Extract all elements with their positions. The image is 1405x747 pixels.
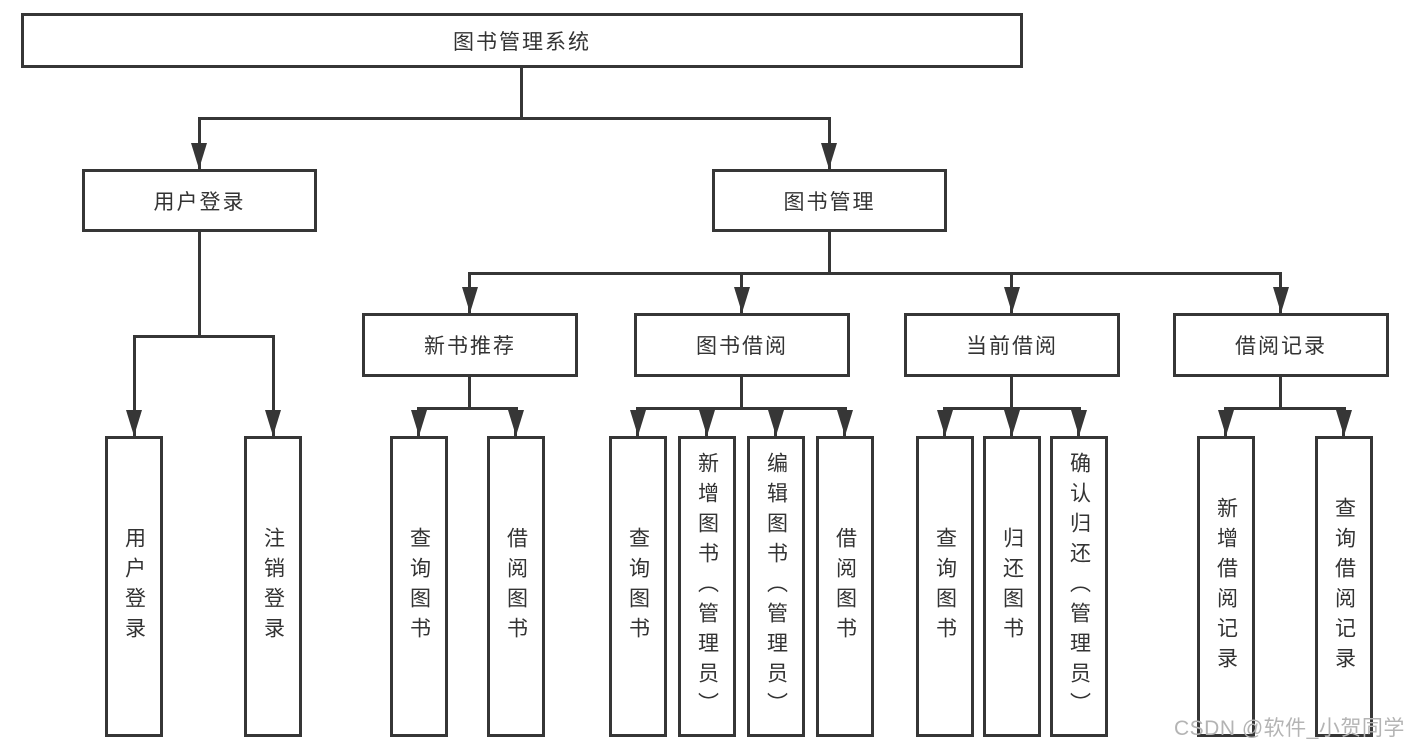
arrow-down-icon (1004, 410, 1020, 436)
root-node-label: 图书管理系统 (453, 30, 591, 54)
leaf-add-borrow-record: 新增借阅记录 (1197, 436, 1255, 737)
leaf-label: 查询借阅记录 (1332, 496, 1356, 677)
leaf-label: 借阅图书 (504, 526, 528, 647)
leaf-logout: 注销登录 (244, 436, 302, 737)
leaf-add-books-admin: 新增图书（管理员） (678, 436, 736, 737)
arrow-down-icon (411, 410, 427, 436)
arrow-down-icon (265, 410, 281, 436)
leaf-label: 用户登录 (122, 526, 146, 647)
leaf-label: 查询图书 (407, 526, 431, 647)
leaf-query-books: 查询图书 (609, 436, 667, 737)
leaf-return-books: 归还图书 (983, 436, 1041, 737)
edge-stem-leaf (133, 335, 136, 436)
leaf-borrow-books: 借阅图书 (487, 436, 545, 737)
group-new-book-recommend: 新书推荐 (362, 313, 578, 377)
edge-group-horizontal (636, 407, 847, 410)
group-label: 图书借阅 (696, 335, 788, 358)
group-label: 新书推荐 (424, 335, 516, 358)
csdn-watermark: CSDN @软件_小贺同学 (1174, 717, 1405, 740)
leaf-label: 确认归还（管理员） (1067, 451, 1091, 722)
leaf-query-books: 查询图书 (390, 436, 448, 737)
leaf-label: 查询图书 (626, 526, 650, 647)
edge-group-horizontal (417, 407, 518, 410)
branch-user-login: 用户登录 (82, 169, 317, 232)
edge-group-vertical (1010, 377, 1013, 410)
leaf-confirm-return-admin: 确认归还（管理员） (1050, 436, 1108, 737)
edge-book-management-vertical (828, 232, 831, 275)
leaf-edit-books-admin: 编辑图书（管理员） (747, 436, 805, 737)
group-label: 当前借阅 (966, 335, 1058, 358)
edge-group-vertical (468, 377, 471, 410)
group-borrow-records: 借阅记录 (1173, 313, 1389, 377)
arrow-down-icon (191, 143, 207, 169)
arrow-down-icon (1273, 287, 1289, 313)
arrow-down-icon (937, 410, 953, 436)
arrow-down-icon (1336, 410, 1352, 436)
leaf-borrow-books: 借阅图书 (816, 436, 874, 737)
edge-root-vertical (520, 68, 523, 120)
branch-book-management: 图书管理 (712, 169, 947, 232)
leaf-user-login: 用户登录 (105, 436, 163, 737)
arrow-down-icon (699, 410, 715, 436)
leaf-query-borrow-record: 查询借阅记录 (1315, 436, 1373, 737)
group-current-borrowing: 当前借阅 (904, 313, 1120, 377)
leaf-label: 查询图书 (933, 526, 957, 647)
root-node: 图书管理系统 (21, 13, 1023, 68)
edge-stem-leaf (272, 335, 275, 436)
edge-user-login-vertical (198, 232, 201, 338)
group-label: 借阅记录 (1235, 335, 1327, 358)
edge-group-vertical (1279, 377, 1282, 410)
leaf-label: 注销登录 (261, 526, 285, 647)
leaf-label: 归还图书 (1000, 526, 1024, 647)
branch-label: 用户登录 (153, 190, 246, 214)
group-book-borrowing: 图书借阅 (634, 313, 850, 377)
branch-label: 图书管理 (783, 190, 876, 214)
arrow-down-icon (768, 410, 784, 436)
leaf-label: 新增图书（管理员） (695, 451, 719, 722)
arrow-down-icon (508, 410, 524, 436)
leaf-label: 编辑图书（管理员） (764, 451, 788, 722)
arrow-down-icon (734, 287, 750, 313)
leaf-label: 新增借阅记录 (1214, 496, 1238, 677)
edge-level1-horizontal (198, 117, 831, 120)
arrow-down-icon (821, 143, 837, 169)
arrow-down-icon (126, 410, 142, 436)
arrow-down-icon (837, 410, 853, 436)
edge-user-login-horizontal (133, 335, 275, 338)
edge-group-vertical (740, 377, 743, 410)
arrow-down-icon (1071, 410, 1087, 436)
edge-level3-horizontal (468, 272, 1282, 275)
edge-group-horizontal (1224, 407, 1346, 410)
arrow-down-icon (1218, 410, 1234, 436)
leaf-label: 借阅图书 (833, 526, 857, 647)
arrow-down-icon (1004, 287, 1020, 313)
arrow-down-icon (630, 410, 646, 436)
arrow-down-icon (462, 287, 478, 313)
leaf-query-books: 查询图书 (916, 436, 974, 737)
